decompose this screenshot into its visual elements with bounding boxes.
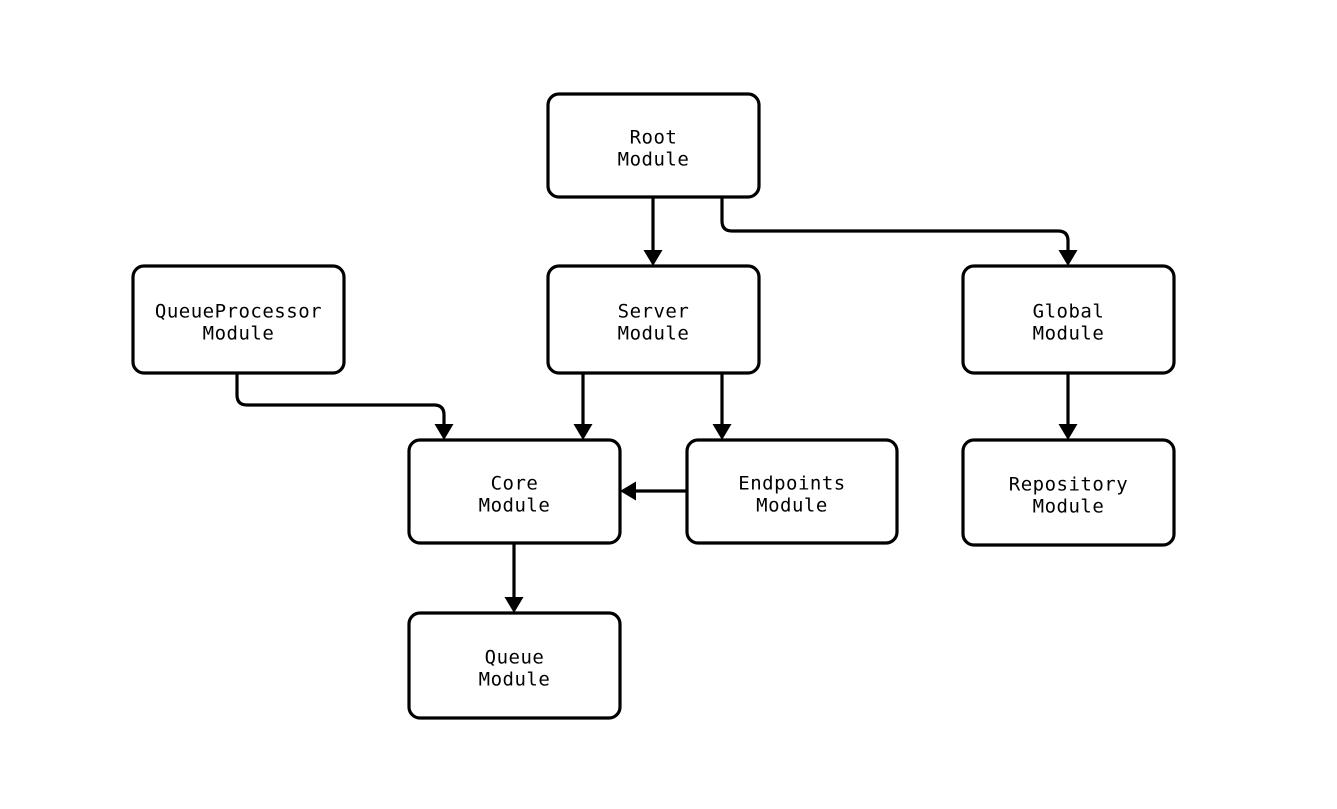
node-box[interactable] (131, 264, 346, 375)
node-box[interactable] (961, 438, 1176, 547)
arrowhead-left (620, 481, 636, 501)
node-label-line1: Endpoints (738, 473, 845, 495)
arrowhead-down (573, 424, 593, 440)
node-label-line2: Module (1033, 323, 1105, 345)
node-label-line1: Global (1033, 301, 1105, 323)
node-label-line2: Module (479, 495, 551, 517)
edge-endpoints-to-core (620, 481, 687, 501)
edge-queueprocessor-to-core (235, 373, 454, 440)
edge-line (720, 197, 1070, 252)
node-label-line1: Server (618, 301, 690, 323)
node-box[interactable] (685, 438, 899, 545)
node-label-line2: Module (756, 495, 828, 517)
node-label-line1: Root (630, 127, 678, 149)
node-box[interactable] (961, 264, 1176, 375)
node-box[interactable] (546, 264, 761, 375)
node-label-line2: Module (618, 149, 690, 171)
edge-global-to-repository (1058, 373, 1078, 440)
node-label-line1: Queue (485, 647, 545, 669)
edges-layer (235, 197, 1078, 613)
node-label-line1: Core (491, 473, 539, 495)
edge-server-to-core (573, 373, 593, 440)
edge-line (235, 373, 446, 426)
node-label-line2: Module (618, 323, 690, 345)
arrowhead-down (504, 597, 524, 613)
nodes-layer: RootModuleQueueProcessorModuleServerModu… (131, 92, 1176, 720)
arrowhead-down (434, 424, 454, 440)
node-box[interactable] (407, 611, 622, 720)
node-label-line2: Module (203, 323, 275, 345)
node-box[interactable] (407, 438, 622, 545)
edge-core-to-queue (504, 543, 524, 613)
node-label-line1: Repository (1009, 474, 1128, 496)
edge-root-to-server (643, 197, 663, 266)
arrowhead-down (643, 250, 663, 266)
node-box[interactable] (546, 92, 761, 199)
arrowhead-down (1058, 250, 1078, 266)
edge-root-to-global (720, 197, 1078, 266)
edge-server-to-endpoints (712, 373, 732, 440)
arrowhead-down (712, 424, 732, 440)
node-label-line2: Module (1033, 496, 1105, 518)
arrowhead-down (1058, 424, 1078, 440)
node-label-line1: QueueProcessor (155, 301, 322, 323)
node-label-line2: Module (479, 669, 551, 691)
